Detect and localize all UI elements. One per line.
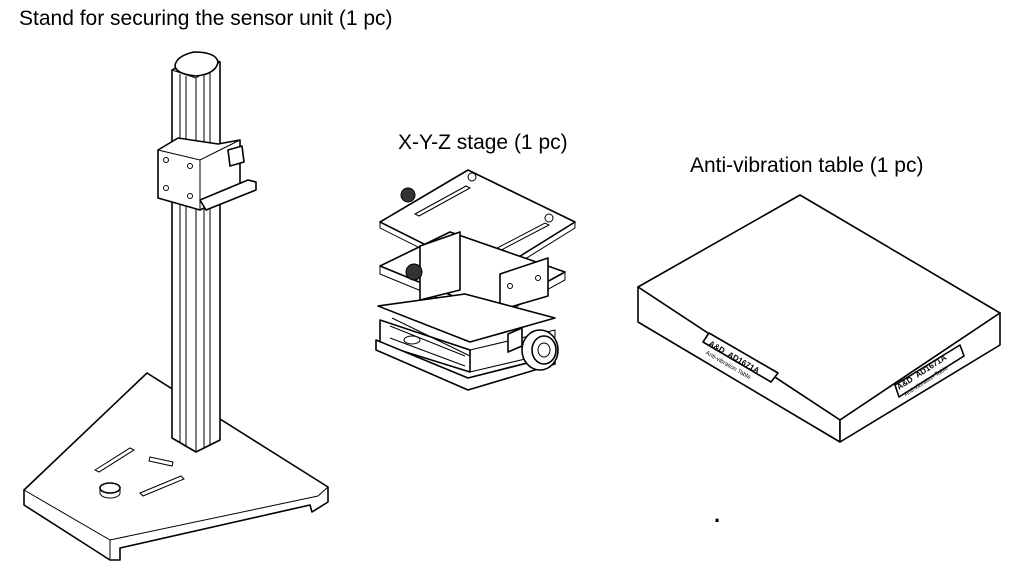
xyz-adjust-knob xyxy=(507,327,559,371)
anti-vibration-table-caption: Anti-vibration table (1 pc) xyxy=(690,154,924,177)
xyz-lower-base xyxy=(375,293,556,391)
xyz-middle-plate xyxy=(379,231,566,321)
stand-base xyxy=(23,372,329,561)
stand-clamp xyxy=(157,137,257,211)
table-slab xyxy=(637,194,1001,443)
xyz-stage-caption: X-Y-Z stage (1 pc) xyxy=(398,131,568,154)
stand-caption: Stand for securing the sensor unit (1 pc… xyxy=(19,7,393,30)
stray-dot: . xyxy=(714,502,720,527)
